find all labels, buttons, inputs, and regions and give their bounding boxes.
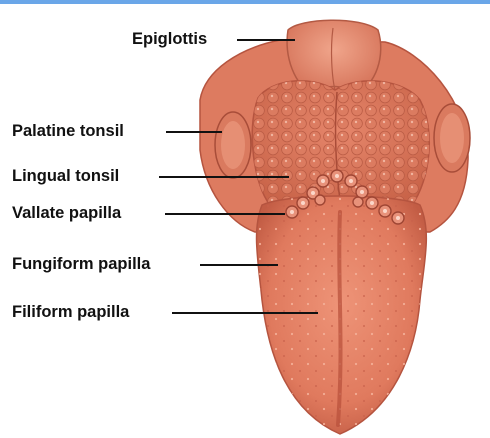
leader-filiform-papilla xyxy=(172,312,318,314)
label-epiglottis: Epiglottis xyxy=(132,29,207,49)
leader-fungiform-papilla xyxy=(200,264,278,266)
label-vallate-papilla: Vallate papilla xyxy=(12,203,121,223)
label-filiform-papilla: Filiform papilla xyxy=(12,302,129,322)
leader-palatine-tonsil xyxy=(166,131,222,133)
leader-vallate-papilla xyxy=(165,213,285,215)
leader-lingual-tonsil xyxy=(159,176,289,178)
median-sulcus xyxy=(338,212,341,425)
leader-epiglottis xyxy=(237,39,295,41)
label-palatine-tonsil: Palatine tonsil xyxy=(12,121,124,141)
label-lingual-tonsil: Lingual tonsil xyxy=(12,166,119,186)
label-fungiform-papilla: Fungiform papilla xyxy=(12,254,150,274)
